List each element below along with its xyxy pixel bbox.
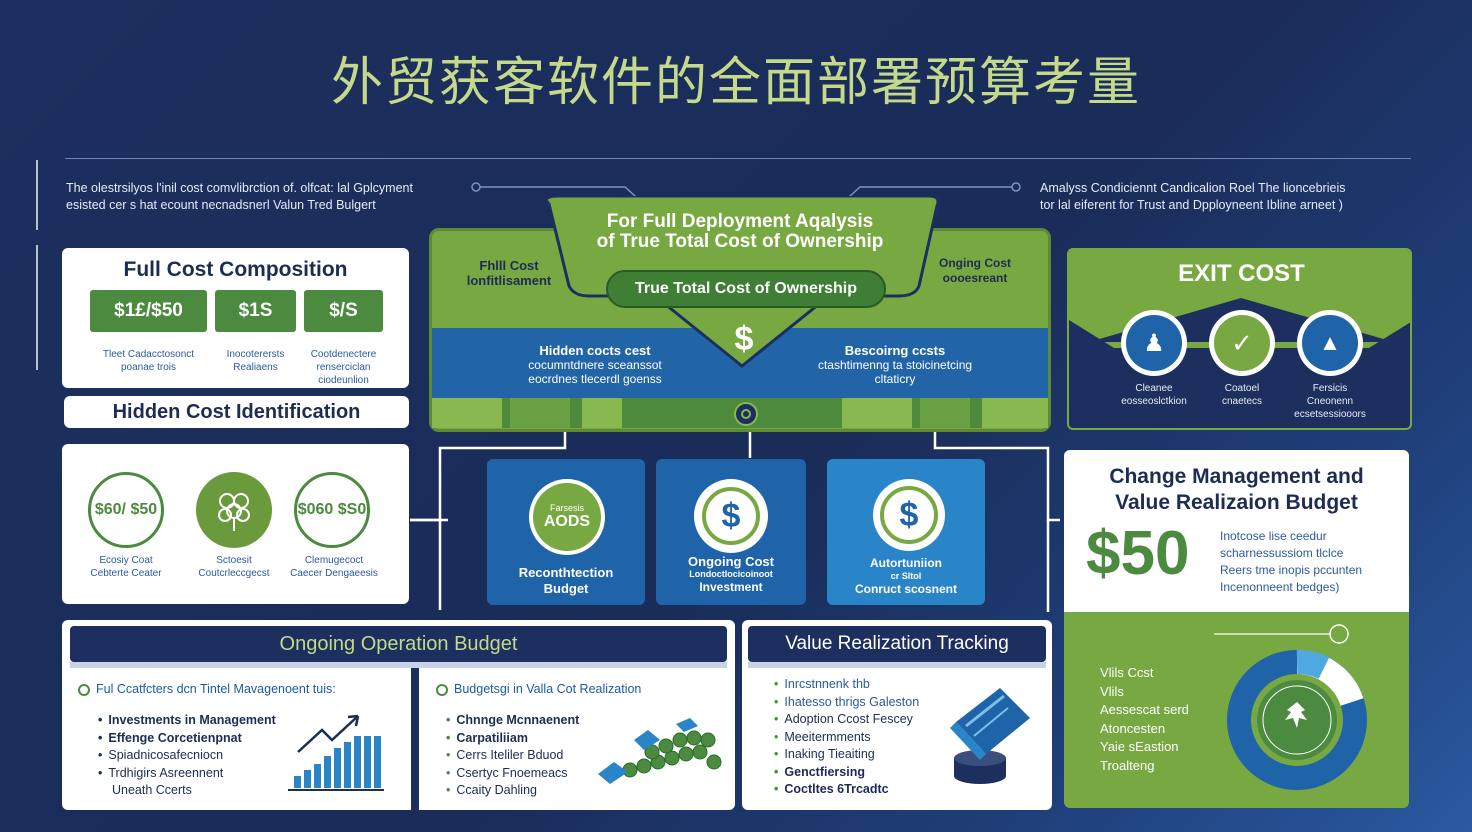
cost-value-2: $1S <box>215 290 296 332</box>
divider <box>65 158 1411 159</box>
cost-value-3: $/S <box>304 290 383 332</box>
hidden-cost-title: Hidden Cost Identification <box>64 396 409 428</box>
value-tracking-card: Value Realization Tracking Inrcstnnenk t… <box>742 620 1052 810</box>
ongoing-col1-list: Investments in Management Effenge Corcet… <box>98 712 298 800</box>
divider <box>36 245 38 370</box>
tco-bottom-band <box>432 398 1048 428</box>
divider <box>36 160 38 230</box>
page-title: 外贸获客软件的全面部署预算考量 <box>330 53 1141 113</box>
dollar-circle-1: $ <box>694 479 768 553</box>
person-icon: ♟ <box>1121 310 1187 376</box>
ongoing-col2-head: Budgetsgi in Valla Cot Realization <box>436 682 726 696</box>
value-tracking-list: Inrcstnnenk thb Ihatesso thrigs Galeston… <box>774 676 974 799</box>
cost-circle-1: $60/ $50 <box>88 472 164 548</box>
cost-circle-3: $060 $S0 <box>294 472 370 548</box>
intro-right: Amalyss Condiciennt Candicalion Roel The… <box>1040 181 1346 212</box>
ongoing-col2-list: Chnnge Mcnnaenent Carpatiliiam Cerrs Ite… <box>446 712 636 800</box>
cost-value-1: $1£/$50 <box>90 290 207 332</box>
donut-chart <box>1214 624 1367 790</box>
dollar-circle-2: $ <box>873 479 945 551</box>
coins-pile-icon <box>598 718 722 784</box>
bar-growth-chart <box>288 714 384 791</box>
ongoing-budget-title: Ongoing Operation Budget <box>70 626 727 662</box>
full-cost-card: Full Cost Composition $1£/$50 $1S $/S Tl… <box>62 248 409 388</box>
change-mgmt-amount: $50 <box>1086 519 1190 588</box>
tree-icon <box>196 472 272 548</box>
dollar-icon: $ <box>734 320 754 358</box>
check-icon: ✓ <box>1209 310 1275 376</box>
node-icon <box>734 402 758 426</box>
tco-pill: True Total Cost of Ownership <box>606 270 886 308</box>
ongoing-col1-head: Ful Ccatfcters dcn Tintel Mavagenoent tu… <box>78 682 398 696</box>
exit-cost-title: EXIT COST <box>1178 260 1305 287</box>
full-cost-title: Full Cost Composition <box>123 258 348 281</box>
intro-left: The olestrsilyos l'inil cost comvlibrcti… <box>66 181 413 212</box>
ongoing-budget-card: Ongoing Operation Budget Ful Ccatfcters … <box>62 620 735 810</box>
tracking-device-icon <box>950 688 1030 784</box>
bell-icon: ▲ <box>1297 310 1363 376</box>
value-tracking-title: Value Realization Tracking <box>748 626 1046 662</box>
